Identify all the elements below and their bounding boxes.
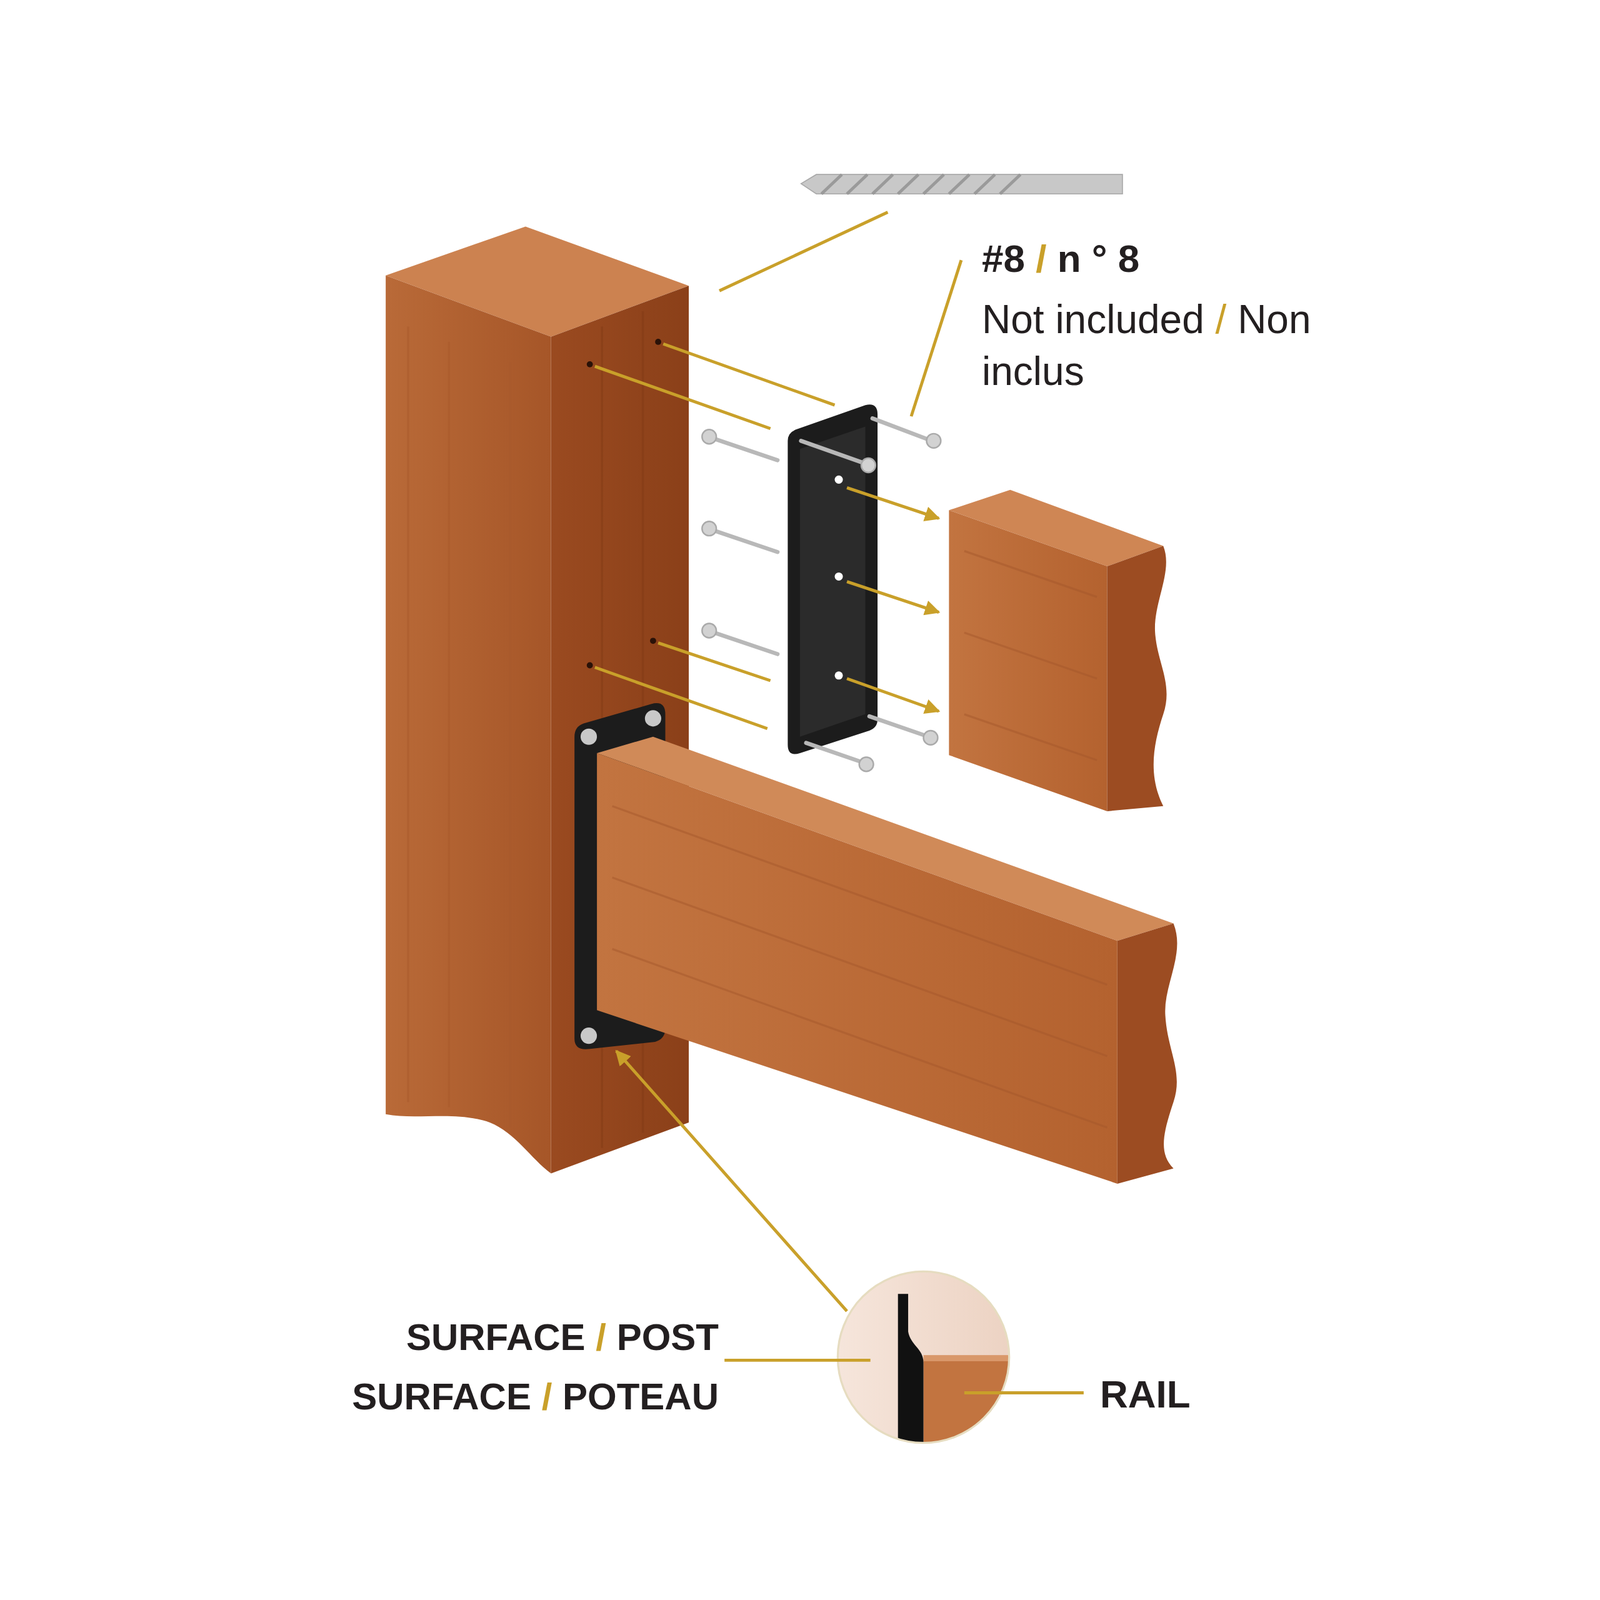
leader-line [616, 1051, 847, 1312]
screws [801, 418, 942, 772]
post [385, 226, 689, 1174]
bracket [787, 404, 878, 754]
rail [596, 736, 1177, 1184]
part-name: SURFACE / POTEAU [351, 1375, 719, 1419]
drill-bit [801, 174, 1123, 194]
leader-line [911, 260, 962, 417]
screws [701, 429, 778, 654]
leader-line [719, 212, 888, 292]
leader-line [964, 1391, 1084, 1395]
detail-inset [831, 1265, 1021, 1451]
guide-arrows [846, 487, 939, 712]
note: Not included / Non inclus [981, 293, 1332, 398]
leader-line [724, 1358, 870, 1362]
part-name: SURFACE / POST [406, 1315, 719, 1359]
part-name: RAIL [1100, 1371, 1191, 1417]
screw-size: #8 / n ° 8 [981, 236, 1140, 281]
rail-block [948, 490, 1167, 812]
